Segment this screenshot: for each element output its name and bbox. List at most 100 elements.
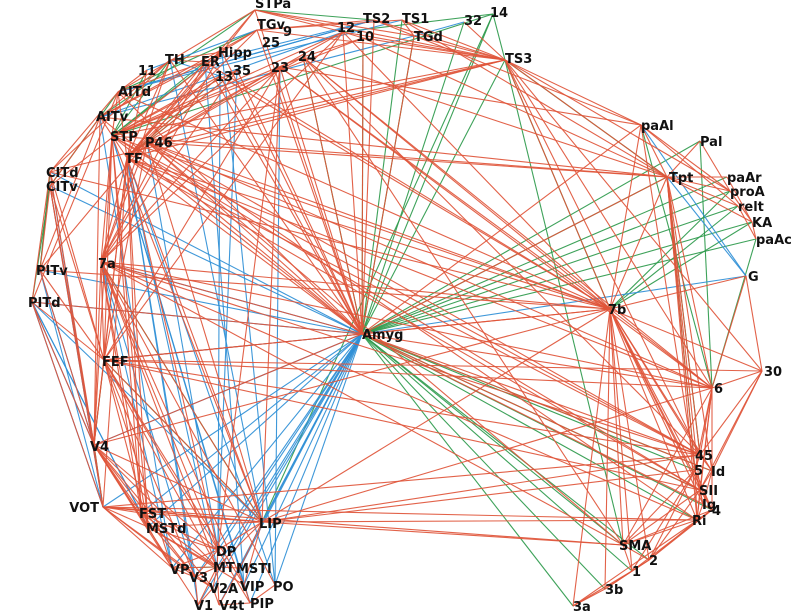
red-edge-TH-CITd [49,59,171,173]
blue-edge-Amyg-MT [216,333,363,568]
node-label-TGv: TGv [257,18,286,33]
red-edge-VOT-45 [102,454,701,508]
red-edge-5-SMA [622,469,696,546]
red-edge-Amyg-7b [361,308,611,335]
node-label-10: 10 [356,30,374,45]
blue-edge-TF-PO [126,157,276,586]
blue-edge-Hipp-PO [221,51,276,586]
red-edge-V3-V2A [194,576,214,589]
red-edge-paAl-proA [640,124,731,192]
red-edge-SII-Ri [696,489,701,521]
red-edge-ER-TF [126,61,206,159]
red-edge-Tpt-Ri [666,176,698,521]
red-edge-V4-Amyg [93,333,363,446]
red-edge-Ri-SMA [622,519,698,546]
red-edge-FEF-30 [103,359,763,372]
blue-edge-Amyg-VOT [102,333,363,508]
red-edge-TS3-7b [504,59,611,310]
red-edge-V3-V1 [194,576,199,606]
node-label-Hipp: Hipp [218,46,252,61]
red-edge-Amyg-Id [361,333,713,472]
blue-edge-12-AITv [99,31,344,118]
red-edge-V2A-V1 [197,587,214,606]
red-edge-Pal-proA [699,140,731,192]
red-edge-paAl-Tpt [640,124,668,178]
red-edge-paAl-7b [609,124,642,310]
blue-edge-AITd-TS1 [117,19,403,93]
red-edge-LIP-SMA [261,521,624,546]
red-edge-12-7b [342,31,611,310]
red-edge-PITd-FEF [31,301,105,361]
node-label-G: G [748,270,759,285]
red-edge-13-7b [219,75,611,310]
red-edge-FEF-Amyg [103,333,363,361]
green-edge-TS3-SMA [504,59,624,546]
red-edge-7a-PO [100,261,276,586]
red-edge-AITd-PITd [31,91,119,303]
blue-edge-Amyg-PITv [39,269,363,335]
red-edge-ER-Amyg [204,61,363,335]
red-edge-TF-MSTd [126,157,149,528]
red-edge-Tpt-relt [666,176,739,207]
node-label-V3: V3 [189,571,208,586]
red-edge-7b-Ri [609,308,698,521]
red-edge-AITv-V4 [93,116,101,446]
red-edge-TS3-Tpt [504,59,668,178]
red-edge-MSTd-VP [147,526,173,569]
red-edge-CITd-7b [49,171,611,310]
red-edge-V4t-PIP [218,602,251,606]
red-edge-MT-MSTl [216,566,241,569]
node-label-TS1: TS1 [402,12,429,27]
red-edge-ER-7b [204,61,611,310]
red-edge-24-STP [111,56,304,137]
red-edge-TS2-Amyg [361,19,375,335]
red-edge-Tpt-45 [666,176,701,456]
green-edge-Pal-6 [699,140,713,389]
blue-edge-Amyg-CITv [49,185,363,335]
node-label-VP: VP [170,563,190,578]
green-edge-Amyg-SMA [361,333,624,546]
node-label-CITv: CITv [46,180,78,195]
red-edge-24-Tpt [302,56,668,178]
edges-layer [31,9,763,607]
red-edge-45-5 [694,454,701,471]
node-label-6: 6 [714,382,723,397]
red-edge-35-TF [126,69,238,159]
red-edge-PITv-FEF [39,269,105,361]
node-label-23: 23 [271,61,289,76]
red-edge-V4-LIP [93,444,263,523]
red-edge-7b-Ig [609,308,704,505]
node-label-Id: Id [711,465,725,480]
red-edge-VIP-PIP [243,584,251,604]
node-label-2: 2 [649,554,658,569]
red-edge-MSTd-DP [147,526,219,551]
red-edge-Tpt-proA [666,176,731,192]
node-label-25: 25 [262,36,280,51]
red-edge-7a-LIP [100,261,263,523]
red-edge-SII-4 [699,489,713,511]
red-edge-30-6 [711,370,763,389]
red-edge-TS3-TF [126,59,506,159]
red-edge-V4-DP [93,444,219,551]
red-edge-13-STP [111,75,221,137]
red-edge-7b-3a [572,308,611,607]
node-label-3a: 3a [573,600,591,613]
node-label-V2A: V2A [209,582,238,597]
node-label-7a: 7a [98,257,116,272]
node-label-7b: 7b [608,303,626,318]
red-edge-Hipp-Amyg [221,51,363,335]
red-edge-7a-Amyg [100,261,363,335]
red-edge-TF-7a [100,157,128,263]
red-edge-SMA-1 [622,544,633,572]
node-label-32: 32 [464,14,482,29]
red-edge-7b-3b [604,308,611,590]
green-edge-Amyg-KA [361,221,753,335]
red-edge-7a-FEF [100,261,105,361]
red-edge-Hipp-TH [169,51,223,61]
red-edge-Amyg-Ig [361,333,704,505]
node-label-KA: KA [752,216,772,231]
red-edge-V4-V2A [93,444,214,589]
red-edge-CITd-FEF [49,171,105,361]
red-edge-Tpt-7b [609,176,668,310]
